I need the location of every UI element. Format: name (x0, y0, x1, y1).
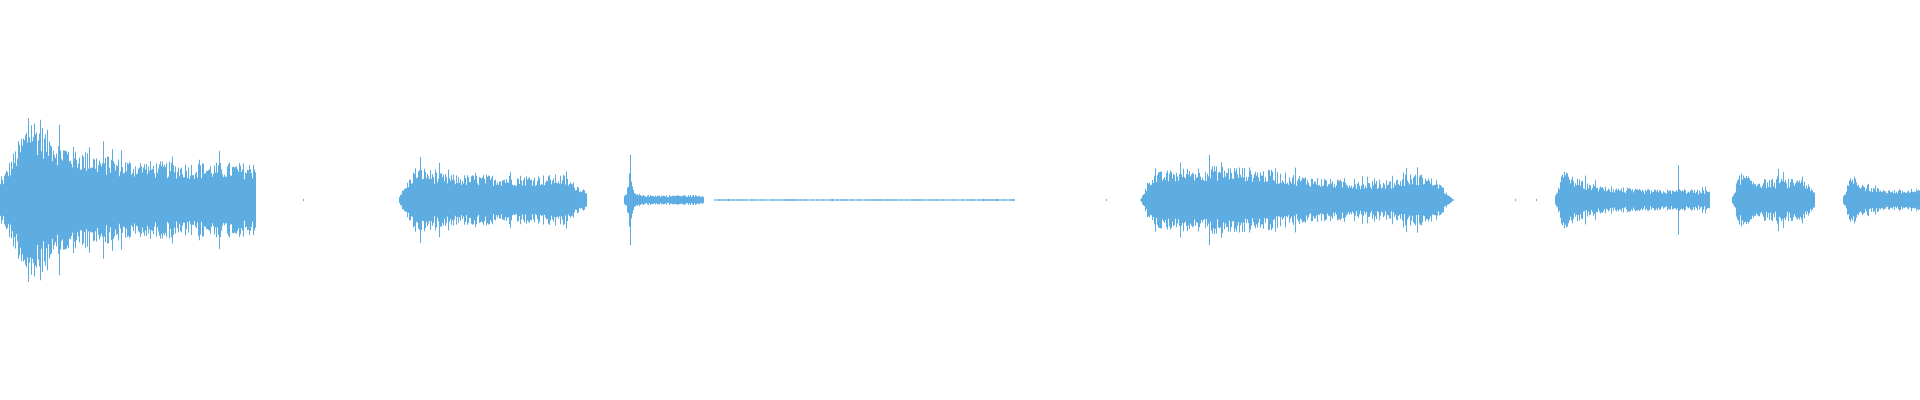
waveform-segment (0, 118, 256, 282)
waveform-segment (1770, 168, 1790, 232)
waveform-segment (1140, 154, 1454, 246)
waveform-segment (1843, 176, 1920, 224)
waveform-segment (399, 157, 587, 243)
waveform-segment (624, 154, 704, 246)
waveform-bars (0, 118, 1920, 282)
waveform-segment (1674, 165, 1691, 235)
waveform-segment (714, 198, 1015, 202)
